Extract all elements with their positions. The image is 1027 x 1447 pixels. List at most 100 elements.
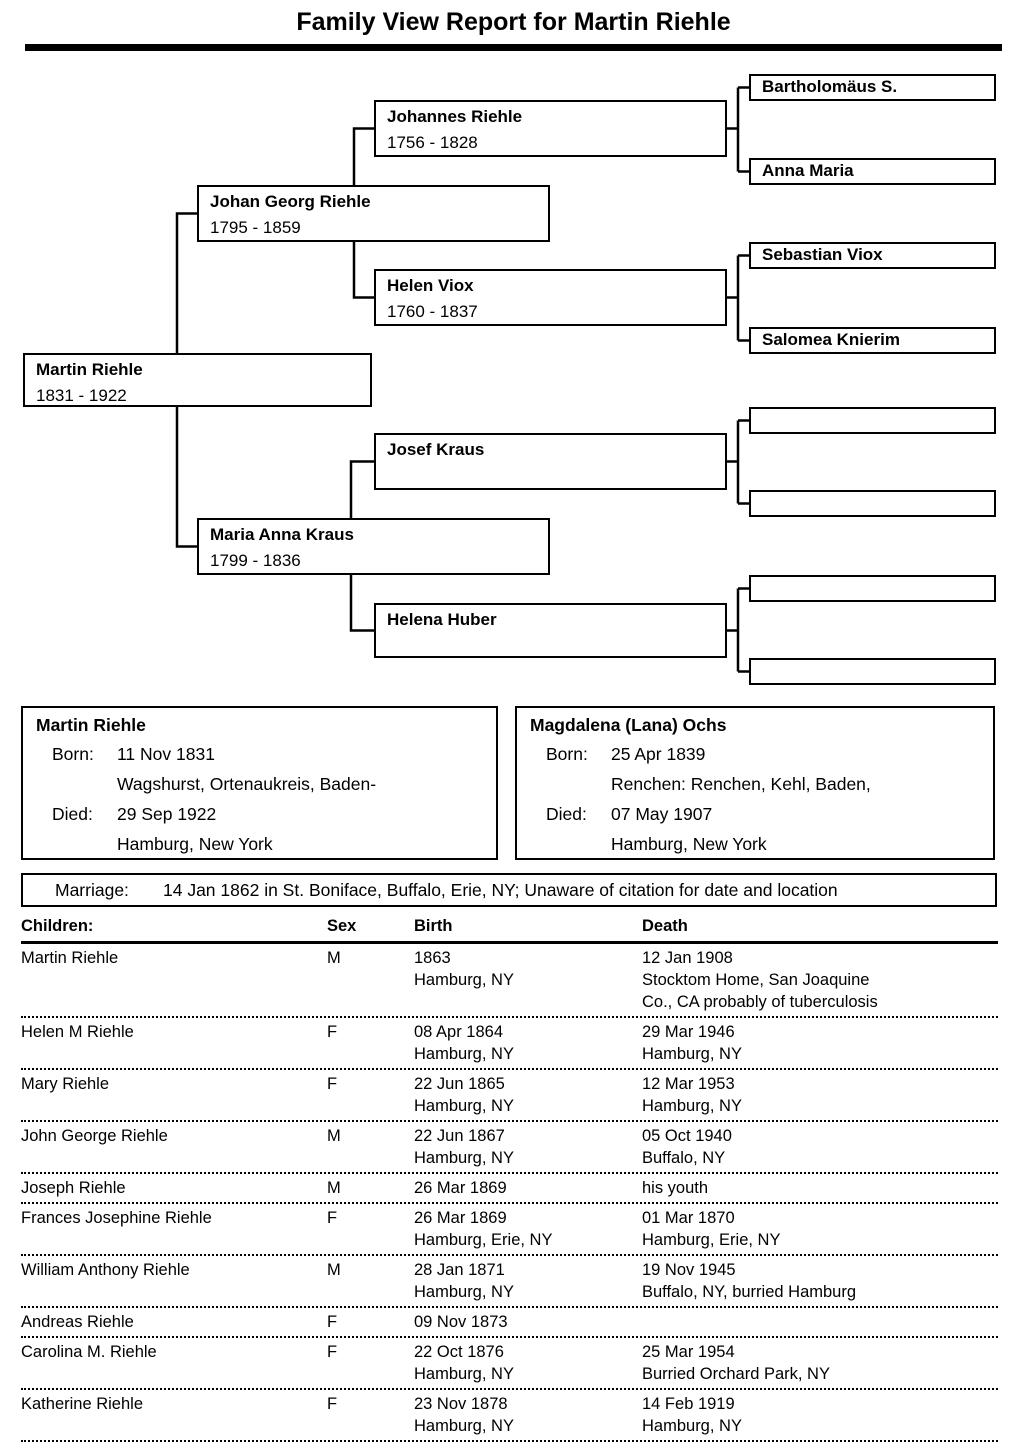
died-place: Hamburg, New York [611,834,767,854]
child-sex: F [327,1395,338,1413]
child-name: John George Riehle [21,1127,168,1145]
child-name: Andreas Riehle [21,1313,134,1331]
header-death: Death [642,917,688,935]
child-death [642,1311,998,1333]
died-date: 29 Sep 1922 [117,804,217,824]
person-name: Maria Anna Kraus [210,525,354,544]
header-sex: Sex [327,917,357,935]
wife-detail-box: Magdalena (Lana) Ochs Born: 25 Apr 1839 … [515,706,995,860]
child-sex: M [327,1127,341,1145]
person-name: Johan Georg Riehle [210,192,371,211]
child-name: Carolina M. Riehle [21,1343,157,1361]
child-name: Helen M Riehle [21,1023,134,1041]
tree-box-unknown-1 [749,407,996,434]
child-death: his youth [642,1179,709,1197]
person-name: Helen Viox [387,276,474,295]
born-label: Born: [52,744,94,764]
person-name: Helena Huber [387,610,497,629]
person-name: Bartholomäus S. [762,77,898,96]
title-rule [25,44,1002,51]
child-name: Martin Riehle [21,949,119,967]
child-sex: F [327,1075,338,1093]
born-date: 11 Nov 1831 [117,744,215,764]
tree-box-sebastian-viox: Sebastian Viox [749,242,996,269]
header-birth: Birth [414,917,453,935]
tree-box-maria-anna-kraus: Maria Anna Kraus 1799 - 1836 [197,518,550,575]
person-dates: 1756 - 1828 [387,133,478,152]
child-sex: F [327,1343,338,1361]
child-sex: M [327,1179,341,1197]
child-name: Katherine Riehle [21,1395,143,1413]
person-name: Salomea Knierim [762,330,900,349]
child-birth: 09 Nov 1873 [414,1313,508,1331]
tree-box-johannes-riehle: Johannes Riehle 1756 - 1828 [374,100,727,157]
person-name: Sebastian Viox [762,245,883,264]
tree-box-johan-georg-riehle: Johan Georg Riehle 1795 - 1859 [197,185,550,242]
child-name: Mary Riehle [21,1075,110,1093]
wife-name: Magdalena (Lana) Ochs [530,715,727,735]
person-dates: 1760 - 1837 [387,302,478,321]
tree-box-unknown-2 [749,490,996,517]
header-children: Children: [21,917,94,935]
tree-box-bartholomaus-s: Bartholomäus S. [749,74,996,101]
born-place: Renchen: Renchen, Kehl, Baden, [611,774,871,794]
child-name: William Anthony Riehle [21,1261,190,1279]
born-label: Born: [546,744,588,764]
page-title: Family View Report for Martin Riehle [296,8,731,36]
tree-box-anna-maria: Anna Maria [749,158,996,185]
tree-box-helena-huber: Helena Huber [374,603,727,658]
husband-name: Martin Riehle [36,715,146,735]
person-dates: 1795 - 1859 [210,218,301,237]
tree-box-unknown-3 [749,575,996,602]
born-date: 25 Apr 1839 [611,744,706,764]
child-sex: M [327,949,341,967]
died-date: 07 May 1907 [611,804,713,824]
tree-box-salomea-knierim: Salomea Knierim [749,327,996,354]
tree-box-unknown-4 [749,658,996,685]
marriage-box: Marriage: 14 Jan 1862 in St. Boniface, B… [21,873,997,907]
died-label: Died: [546,804,587,824]
tree-box-helen-viox: Helen Viox 1760 - 1837 [374,269,727,326]
child-name: Joseph Riehle [21,1179,126,1197]
person-dates: 1831 - 1922 [36,386,127,405]
person-name: Johannes Riehle [387,107,523,126]
tree-box-josef-kraus: Josef Kraus [374,433,727,490]
born-place: Wagshurst, Ortenaukreis, Baden- [117,774,377,794]
children-table-header: Children: Sex Birth Death [21,912,998,944]
husband-detail-box: Martin Riehle Born: 11 Nov 1831 Wagshurs… [21,706,498,860]
child-sex: M [327,1261,341,1279]
tree-box-martin-riehle: Martin Riehle 1831 - 1922 [23,353,372,407]
child-sex: F [327,1023,338,1041]
died-label: Died: [52,804,93,824]
person-name: Josef Kraus [387,440,485,459]
marriage-label: Marriage: [55,879,129,900]
person-name: Anna Maria [762,161,854,180]
person-name: Martin Riehle [36,360,143,379]
